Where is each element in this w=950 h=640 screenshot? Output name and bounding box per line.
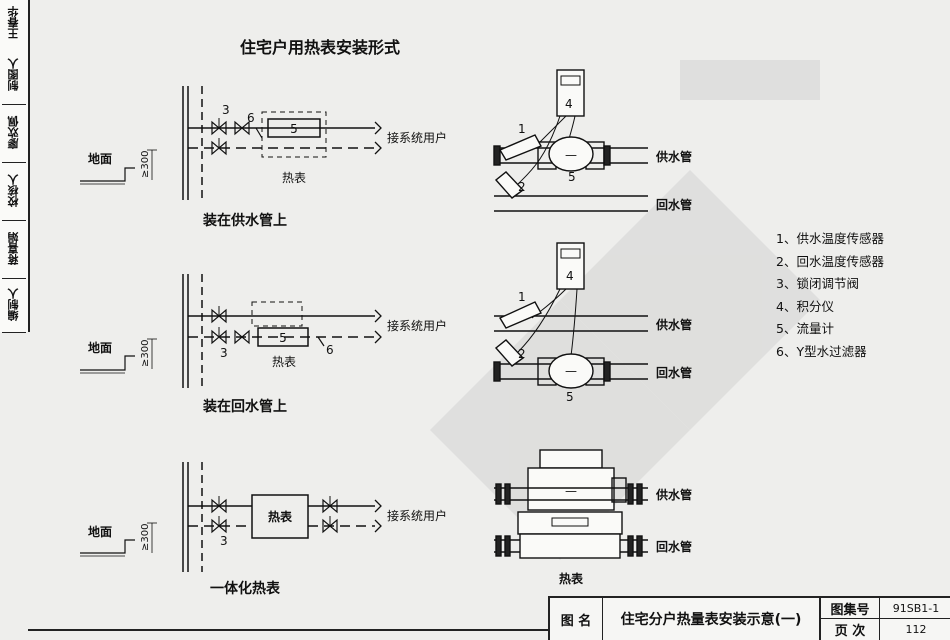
user-label: 接系统用户 bbox=[387, 130, 447, 145]
user-label: 接系统用户 bbox=[387, 318, 447, 333]
section-integrated-meter bbox=[80, 462, 382, 572]
meter-label: 热表 bbox=[272, 355, 296, 369]
legend-item: 4、积分仪 bbox=[776, 298, 834, 314]
detail-number: 4 bbox=[565, 97, 573, 111]
legend-item: 6、Y型水过滤器 bbox=[776, 343, 867, 359]
user-label: 接系统用户 bbox=[387, 508, 447, 523]
sidebar-label: 蒋喜娟 bbox=[2, 220, 26, 279]
detail-number: — bbox=[565, 148, 577, 162]
callout: 3 bbox=[220, 534, 228, 548]
detail-number: 1 bbox=[518, 122, 526, 136]
detail-number: 4 bbox=[566, 269, 574, 283]
detail-number: 2 bbox=[518, 180, 526, 194]
ground-label: 地面 bbox=[88, 524, 112, 539]
section-caption: 装在供水管上 bbox=[202, 212, 287, 229]
meter-label: 热表 bbox=[282, 171, 306, 185]
callout: 6 bbox=[326, 343, 334, 357]
detail-meter-label: 热表 bbox=[559, 571, 584, 586]
detail-number: 2 bbox=[518, 347, 526, 361]
signature-column: 王春华 制图人 廖欢佩 校核人 蒋喜娟 编制人 bbox=[0, 0, 30, 333]
callout: 5 bbox=[279, 331, 287, 345]
detail-integrated-meter bbox=[494, 449, 648, 559]
sidebar-label: 校核人 bbox=[2, 162, 26, 221]
legend-item: 5、流量计 bbox=[776, 321, 834, 336]
meter-label: 热表 bbox=[268, 509, 293, 524]
atlas-value: 91SB1-1 bbox=[880, 598, 950, 619]
height-label: ≥300 bbox=[140, 151, 151, 178]
detail-number: 5 bbox=[566, 390, 574, 404]
pipe-label-supply: 供水管 bbox=[655, 487, 692, 502]
section-return-install bbox=[80, 274, 382, 388]
watermark bbox=[430, 60, 820, 560]
drawing-title: 住宅分户热量表安装示意(一) bbox=[603, 598, 821, 640]
title-name-label: 图 名 bbox=[550, 598, 603, 640]
callout: 3 bbox=[222, 103, 230, 117]
height-label: ≥300 bbox=[140, 340, 151, 367]
pipe-label-return: 回水管 bbox=[656, 539, 692, 554]
diagram-title: 住宅户用热表安装形式 bbox=[240, 38, 400, 57]
ground-label: 地面 bbox=[88, 151, 112, 166]
callout: 3 bbox=[220, 346, 228, 360]
sidebar-label: 廖欢佩 bbox=[2, 104, 26, 163]
pipe-label-return: 回水管 bbox=[656, 197, 692, 212]
sidebar-label: 制图人 bbox=[2, 46, 26, 105]
height-label: ≥300 bbox=[140, 524, 151, 551]
legend-item: 3、锁闭调节阀 bbox=[776, 276, 859, 291]
detail-number: — bbox=[565, 364, 577, 378]
title-block: 图 名 住宅分户热量表安装示意(一) 图集号 91SB1-1 页 次 112 bbox=[548, 596, 950, 640]
sidebar-label: 编制人 bbox=[2, 278, 26, 333]
component-legend: 1、供水温度传感器 2、回水温度传感器 3、锁闭调节阀 4、积分仪 5、流量计 … bbox=[776, 228, 884, 363]
legend-item: 1、供水温度传感器 bbox=[776, 231, 884, 246]
section-caption: 一体化热表 bbox=[210, 580, 281, 597]
pipe-label-return: 回水管 bbox=[656, 365, 692, 380]
detail-number: — bbox=[565, 484, 577, 498]
detail-supply-meter bbox=[493, 69, 648, 212]
legend-item: 2、回水温度传感器 bbox=[776, 253, 884, 269]
section-caption: 装在回水管上 bbox=[202, 398, 287, 415]
atlas-label: 图集号 bbox=[821, 598, 880, 619]
callout: 5 bbox=[290, 122, 298, 136]
detail-return-meter bbox=[493, 242, 648, 389]
page-value: 112 bbox=[905, 623, 927, 636]
ground-label: 地面 bbox=[88, 340, 112, 355]
page-label: 页 次 bbox=[821, 619, 880, 640]
callout: 6 bbox=[247, 111, 255, 125]
pipe-label-supply: 供水管 bbox=[655, 149, 692, 164]
detail-number: 5 bbox=[568, 170, 576, 184]
sidebar-label: 王春华 bbox=[7, 6, 20, 40]
detail-number: 1 bbox=[518, 290, 526, 304]
section-supply-install bbox=[80, 86, 382, 200]
pipe-label-supply: 供水管 bbox=[655, 317, 692, 332]
